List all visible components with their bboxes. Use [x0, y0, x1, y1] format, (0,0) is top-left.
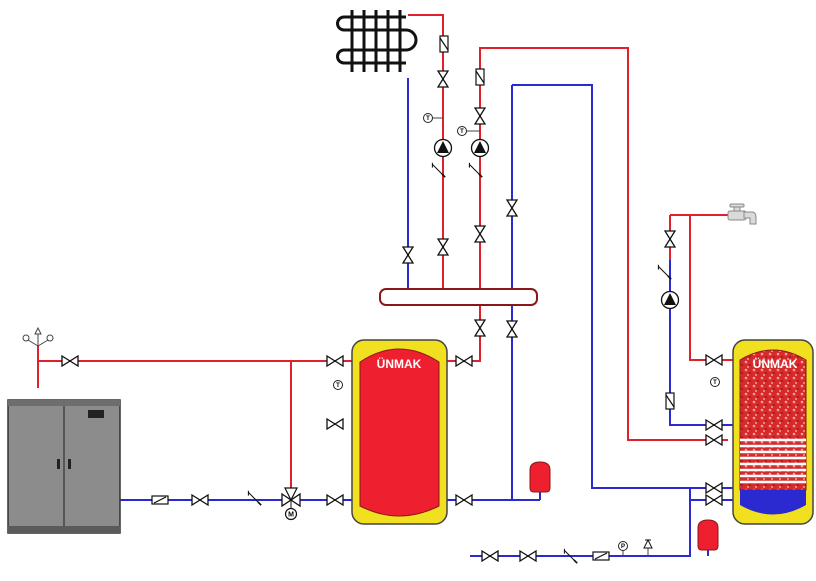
valve-icon[interactable]: [61, 355, 79, 367]
pump-icon[interactable]: [660, 290, 680, 310]
boiler-display: [88, 410, 104, 418]
thermometer-icon: T: [423, 113, 443, 123]
valve-icon[interactable]: [437, 238, 449, 256]
buffer-tank-brand: ÜNMAK: [377, 356, 422, 371]
hydraulic-separator: [379, 288, 538, 306]
hydraulic-header-return-pipe: [512, 84, 733, 489]
valve-icon[interactable]: [474, 107, 486, 125]
strainer-icon[interactable]: [247, 490, 262, 506]
tap-icon: [727, 203, 757, 225]
safety-valve-icon: [34, 326, 42, 335]
thermometer-icon: T: [710, 377, 720, 387]
check-valve-icon[interactable]: [592, 551, 610, 561]
valve-icon[interactable]: [705, 482, 723, 494]
check-valve-icon[interactable]: [151, 495, 169, 505]
check-valve-icon[interactable]: [439, 35, 449, 53]
valve-icon[interactable]: [506, 199, 518, 217]
manometer-icon: [46, 334, 54, 342]
pump-icon[interactable]: [470, 138, 490, 158]
svg-text:T: T: [336, 383, 340, 389]
valve-icon[interactable]: [664, 230, 676, 248]
valve-icon[interactable]: [191, 494, 209, 506]
svg-text:T: T: [426, 116, 430, 122]
buffer-tank: ÜNMAK: [351, 339, 448, 525]
svg-text:T: T: [713, 380, 717, 386]
svg-text:T: T: [460, 129, 464, 135]
boiler-flow-pipe: [37, 360, 355, 388]
svg-text:M: M: [288, 512, 294, 519]
motorized-valve-icon[interactable]: M: [281, 487, 301, 521]
air-vent-icon: [22, 334, 30, 342]
valve-icon[interactable]: [437, 70, 449, 88]
recirculation-return-pipe: [669, 260, 733, 426]
thermometer-icon: T: [457, 126, 480, 136]
valve-icon[interactable]: [455, 494, 473, 506]
valve-icon[interactable]: [519, 550, 537, 562]
dhw-heating-coil: [740, 438, 806, 484]
check-valve-icon[interactable]: [475, 68, 485, 86]
dhw-tank-brand: ÜNMAK: [753, 356, 798, 371]
cold-water-inlet-pipe: [470, 499, 733, 557]
valve-icon[interactable]: [506, 320, 518, 338]
boiler-handle-right: [68, 459, 71, 469]
pressure-gauge-icon: P: [618, 541, 628, 556]
valve-icon[interactable]: [705, 494, 723, 506]
pump-icon[interactable]: [433, 138, 453, 158]
check-valve-icon[interactable]: [665, 392, 675, 410]
svg-text:P: P: [621, 544, 625, 550]
expansion-vessel-dhw-icon: [697, 519, 719, 551]
header-to-buffer-pipe: [445, 300, 481, 362]
valve-icon[interactable]: [474, 319, 486, 337]
boiler: [7, 399, 121, 534]
dhw-coil-supply-pipe: [479, 47, 728, 441]
valve-icon[interactable]: [326, 494, 344, 506]
valve-icon[interactable]: [705, 434, 723, 446]
radiator-supply-pipe: [408, 14, 444, 290]
valve-icon[interactable]: [705, 354, 723, 366]
boiler-handle-left: [57, 459, 60, 469]
valve-icon[interactable]: [402, 246, 414, 264]
dhw-tank: ÜNMAK: [732, 339, 814, 525]
boiler-safety-group-icon: [22, 326, 54, 347]
valve-icon[interactable]: [326, 355, 344, 367]
valve-icon[interactable]: [474, 225, 486, 243]
expansion-vessel-buffer-icon: [529, 461, 551, 493]
thermometer-icon: T: [333, 380, 343, 390]
valve-icon[interactable]: [455, 355, 473, 367]
valve-icon[interactable]: [705, 419, 723, 431]
valve-icon[interactable]: [481, 550, 499, 562]
safety-valve-icon: [643, 538, 653, 556]
radiator-icon: [336, 10, 418, 72]
valve-icon[interactable]: [326, 418, 344, 430]
dhw-top-outlet-pipe: [689, 215, 733, 361]
